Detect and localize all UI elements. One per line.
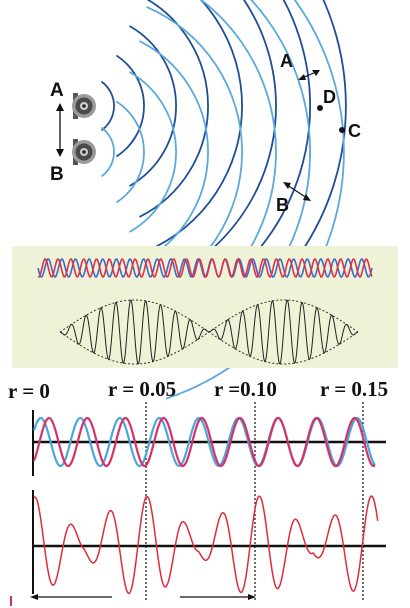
wavefronts-a-arc xyxy=(139,0,209,218)
speaker-b-icon xyxy=(72,139,96,165)
beat-wave-curve xyxy=(59,299,359,365)
point-d-marker xyxy=(317,105,323,111)
beat-panel xyxy=(12,246,398,368)
phase-markers xyxy=(145,402,364,600)
speaker-a-icon xyxy=(72,93,96,119)
sum-wave-plot xyxy=(32,490,386,595)
wavefront-label-b: B xyxy=(276,195,289,215)
corner-tick xyxy=(10,596,12,606)
r-label-005: r = 0.05 xyxy=(108,377,176,401)
r-labels: r = 0 r = 0.05 r =0.10 r = 0.15 xyxy=(8,377,388,403)
r-label-015: r = 0.15 xyxy=(320,377,388,401)
wavefronts-b-arc xyxy=(129,71,177,233)
wavefront-label-d: D xyxy=(323,87,336,107)
wavefronts-a-arc xyxy=(100,80,115,132)
bottom-wave-red-curve xyxy=(32,416,376,468)
wavefronts-a-arc xyxy=(146,0,243,252)
wave-red-curve xyxy=(37,257,373,279)
sum-wave-curve xyxy=(33,495,379,595)
wavefront-label-c: C xyxy=(348,121,361,141)
two-wave-plot xyxy=(32,410,386,476)
wavefronts-a-arc xyxy=(129,25,177,187)
wavefronts-a-arc xyxy=(115,54,145,158)
wavefronts-b-arc xyxy=(100,126,115,178)
wavelength-arrow-a xyxy=(298,70,320,80)
wavelength-arrow-b xyxy=(283,182,311,201)
source-label-a: A xyxy=(50,80,64,101)
source-label-b: B xyxy=(50,164,64,185)
point-c-marker xyxy=(339,127,345,133)
source-separation-arrow xyxy=(56,103,64,157)
bottom-arrows xyxy=(30,594,256,600)
beat-panel-background xyxy=(12,246,398,368)
wavefronts-b-arc xyxy=(139,40,209,264)
wavefront-label-a: A xyxy=(280,51,293,71)
r-label-010: r =0.10 xyxy=(214,377,277,401)
wavefronts-b-arc xyxy=(115,100,145,204)
r-label-0: r = 0 xyxy=(8,379,50,403)
